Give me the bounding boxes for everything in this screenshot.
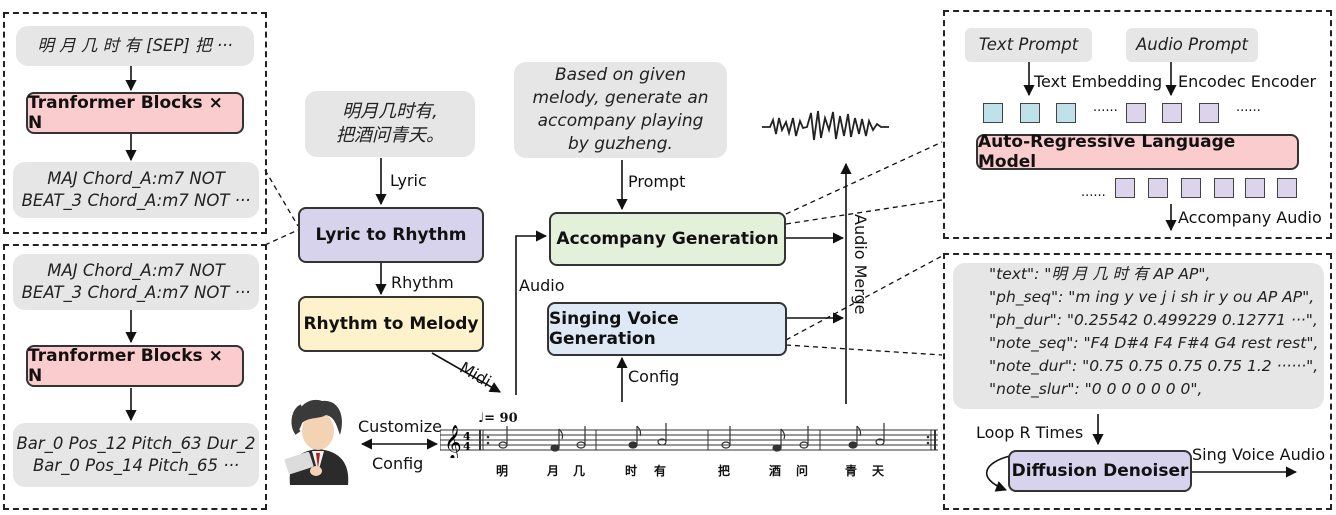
json-line-note-seq: "note_seq": "F4 D#4 F4 F#4 G4 rest rest"…	[989, 334, 1319, 352]
config-label-2: Config	[372, 454, 424, 473]
lyric-text-line-2: 把酒问青天。	[336, 125, 444, 146]
waveform-icon	[762, 110, 889, 141]
right-top-panel	[943, 10, 1332, 239]
music-score: 𝄞 4 4 ♩= 90 明 月 几 时 有 把 酒 问 青 天	[439, 408, 940, 480]
score-lyric-7: 酒	[769, 464, 782, 478]
prompt-text-line-3: accompany playing	[537, 111, 704, 131]
text-token-1	[983, 103, 1003, 123]
rhythm-input-line-2: BEAT_3 Chord_A:m7 NOT ···	[21, 283, 251, 302]
svg-text:4: 4	[463, 430, 471, 443]
audio-token-2	[1162, 103, 1182, 123]
text-token-2	[1020, 103, 1040, 123]
json-line-ph-dur: "ph_dur": "0.25542 0.499229 0.12771 ···"…	[989, 311, 1318, 329]
treble-clef-icon: 𝄞	[444, 425, 462, 458]
lyric-text-bubble: 明月几时有, 把酒问青天。	[305, 91, 475, 157]
sing-voice-audio-label: Sing Voice Audio	[1192, 445, 1326, 464]
token-ellipsis-3: ......	[1081, 185, 1106, 200]
composer-portrait-icon	[276, 393, 360, 491]
output-token-3	[1181, 178, 1201, 198]
melody-token-output: Bar_0 Pos_12 Pitch_63 Dur_2 Bar_0 Pos_14…	[13, 423, 259, 487]
json-line-ph-seq: "ph_seq": "m ing y ve j i sh ir y ou AP …	[989, 288, 1315, 306]
lyric-text-line-1: 明月几时有,	[342, 101, 438, 122]
svs-input-json: "text": "明 月 几 时 有 AP AP", "ph_seq": "m …	[953, 263, 1324, 409]
text-token-3	[1056, 103, 1076, 123]
accompany-audio-label: Accompany Audio	[1178, 208, 1322, 227]
prompt-text-line-1: Based on given	[555, 65, 686, 85]
audio-merge-label: Audio Merge	[851, 214, 870, 315]
json-line-note-slur: "note_slur": "0 0 0 0 0 0 0",	[989, 380, 1203, 398]
rhythm-input-line-1: MAJ Chord_A:m7 NOT	[47, 261, 225, 280]
right-bottom-panel	[943, 253, 1332, 510]
audio-token-3	[1199, 103, 1219, 123]
singing-voice-generation-box: Singing Voice Generation	[547, 302, 787, 356]
score-lyric-6: 把	[718, 464, 731, 478]
lyric-to-rhythm-box: Lyric to Rhythm	[298, 207, 484, 263]
config-label: Config	[628, 367, 680, 386]
score-lyric-4: 时	[625, 464, 638, 478]
rhythm-token-output: MAJ Chord_A:m7 NOT BEAT_3 Chord_A:m7 NOT…	[13, 162, 259, 218]
rhythm-token-input: MAJ Chord_A:m7 NOT BEAT_3 Chord_A:m7 NOT…	[13, 254, 259, 310]
transformer-block-bottom: Tranformer Blocks × N	[26, 345, 244, 387]
json-line-text: "text": "明 月 几 时 有 AP AP",	[989, 265, 1211, 283]
output-token-2	[1148, 178, 1168, 198]
prompt-text-bubble: Based on given melody, generate an accom…	[514, 62, 727, 158]
score-lyric-3: 几	[573, 464, 586, 478]
score-lyric-5: 有	[654, 464, 667, 478]
prompt-text-line-4: by guzheng.	[568, 134, 673, 154]
accompany-generation-box: Accompany Generation	[549, 212, 786, 266]
customize-label: Customize	[358, 417, 442, 436]
audio-prompt-box: Audio Prompt	[1126, 28, 1258, 62]
lyric-token-input: 明 月 几 时 有 [SEP] 把 ···	[16, 26, 254, 66]
prompt-text-line-2: melody, generate an	[532, 88, 709, 108]
output-token-1	[1115, 178, 1135, 198]
score-lyric-9: 青	[845, 464, 858, 478]
melody-token-line-1: Bar_0 Pos_12 Pitch_63 Dur_2	[16, 434, 256, 453]
score-lyric-1: 明	[496, 464, 509, 478]
melody-token-line-2: Bar_0 Pos_14 Pitch_65 ···	[32, 456, 240, 475]
prompt-label: Prompt	[628, 172, 686, 191]
text-embedding-label: Text Embedding	[1034, 72, 1163, 91]
token-ellipsis-2: ......	[1236, 100, 1261, 115]
loop-label: Loop R Times	[976, 423, 1084, 442]
svg-text:4: 4	[463, 440, 471, 453]
lyric-label: Lyric	[390, 171, 427, 190]
score-lyric-8: 问	[796, 464, 809, 478]
text-prompt-box: Text Prompt	[965, 28, 1092, 62]
left-bottom-panel	[3, 244, 267, 510]
rhythm-token-line-2: BEAT_3 Chord_A:m7 NOT ···	[21, 191, 251, 210]
encodec-encoder-label: Encodec Encoder	[1178, 72, 1317, 91]
output-token-6	[1277, 178, 1297, 198]
left-top-panel	[3, 12, 267, 234]
transformer-block-top: Tranformer Blocks × N	[26, 92, 244, 134]
auto-regressive-lm-box: Auto-Regressive Language Model	[976, 132, 1299, 172]
tempo-marking: ♩= 90	[478, 411, 518, 426]
audio-label: Audio	[519, 276, 565, 295]
output-token-5	[1245, 178, 1265, 198]
rhythm-token-line-1: MAJ Chord_A:m7 NOT	[47, 169, 225, 188]
score-lyric-10: 天	[872, 464, 885, 478]
json-line-note-dur: "note_dur": "0.75 0.75 0.75 0.75 1.2 ···…	[989, 357, 1319, 375]
score-lyric-2: 月	[547, 464, 560, 478]
diffusion-denoiser-box: Diffusion Denoiser	[1008, 450, 1192, 492]
rhythm-to-melody-box: Rhythm to Melody	[298, 296, 484, 352]
rhythm-label: Rhythm	[391, 273, 454, 292]
output-token-4	[1214, 178, 1234, 198]
audio-token-1	[1126, 103, 1146, 123]
token-ellipsis-1: ......	[1093, 100, 1118, 115]
